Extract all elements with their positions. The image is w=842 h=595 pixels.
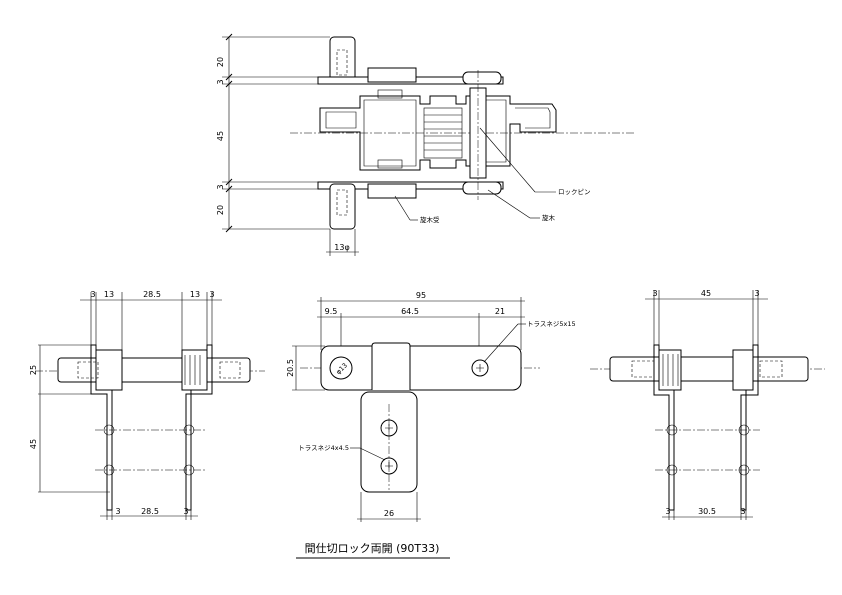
- left-dim-bot-28-5: 28.5: [141, 507, 159, 516]
- left-dim-bot-3a: 3: [115, 507, 120, 516]
- right-view: 3 45 3: [590, 289, 825, 520]
- title-block: 間仕切ロック両開 (90T33): [296, 542, 450, 559]
- center-dim-64-5: 64.5: [401, 307, 419, 316]
- center-dim-26: 26: [384, 509, 394, 518]
- top-dim-13phi: 13φ: [334, 243, 349, 252]
- center-dim-9-5: 9.5: [325, 307, 338, 316]
- left-dim-bot-3b: 3: [183, 507, 188, 516]
- right-dim-bot-3a: 3: [665, 507, 670, 516]
- top-dim-3a: 3: [216, 79, 225, 84]
- center-view: 95 9.5 64.5 21 20.5 φ13 26: [286, 291, 576, 522]
- left-dim-25: 25: [29, 365, 38, 375]
- right-dim-bot-30-5: 30.5: [698, 507, 716, 516]
- right-dim-45: 45: [701, 289, 711, 298]
- center-dim-95: 95: [416, 291, 426, 300]
- right-dim-3a: 3: [652, 289, 657, 298]
- left-dim-3b: 3: [209, 290, 214, 299]
- center-dim-20-5: 20.5: [286, 359, 295, 377]
- left-dim-13a: 13: [104, 290, 114, 299]
- left-view: 3 13 28.5 13 3 25 45: [29, 290, 265, 520]
- right-dim-bot-3b: 3: [740, 507, 745, 516]
- label-receiver: 旋木受: [420, 215, 440, 224]
- top-dim-20a: 20: [216, 57, 225, 67]
- top-dim-20b: 20: [216, 205, 225, 215]
- top-view: 20 3 45 3 20: [216, 33, 635, 256]
- label-screw-4x4-5: トラスネジ4x4.5: [298, 444, 349, 452]
- label-screw-5x15: トラスネジ5x15: [527, 320, 576, 328]
- left-dim-28-5a: 28.5: [143, 290, 161, 299]
- left-dim-13b: 13: [190, 290, 200, 299]
- left-dim-45: 45: [29, 439, 38, 449]
- right-dim-3b: 3: [754, 289, 759, 298]
- top-dim-3b: 3: [216, 184, 225, 189]
- left-dim-3a: 3: [90, 290, 95, 299]
- label-bolt: 旋木: [542, 213, 556, 222]
- top-dim-45: 45: [216, 131, 225, 141]
- drawing-title: 間仕切ロック両開 (90T33): [305, 542, 440, 555]
- label-lock-pin: ロックピン: [558, 188, 591, 196]
- center-dim-21: 21: [495, 307, 505, 316]
